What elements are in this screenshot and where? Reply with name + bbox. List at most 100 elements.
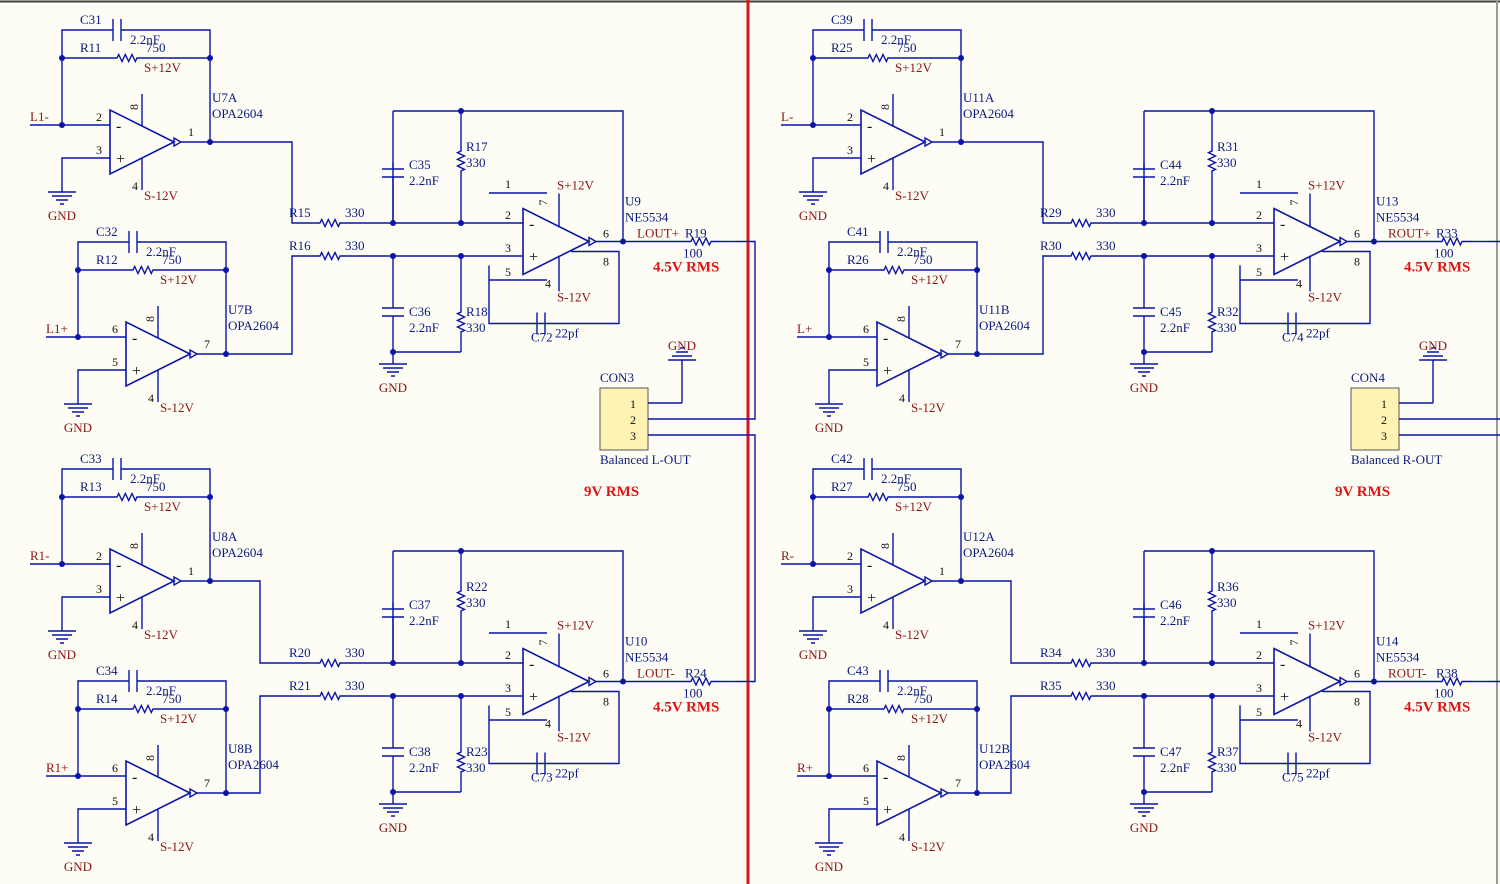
ground-label: GND (1130, 380, 1158, 395)
junction-dot (974, 706, 980, 712)
resistor-value: 330 (345, 238, 365, 253)
non-inverting-sign: + (883, 363, 892, 380)
input-net-label: L+ (797, 321, 812, 336)
non-inverting-sign: + (1280, 689, 1289, 706)
connector-pin-number: 2 (1381, 413, 1387, 427)
ground-label: GND (815, 420, 843, 435)
resistor-value: 750 (913, 252, 933, 267)
ground-label: GND (1419, 338, 1447, 353)
capacitor-value: 2.2nF (409, 173, 439, 188)
pin-number: 1 (505, 617, 511, 631)
opamp-part-number: OPA2604 (212, 545, 263, 560)
output-net-label: LOUT+ (637, 226, 679, 241)
supply-negative-label: S-12V (895, 627, 930, 642)
output-net-label: ROUT- (1388, 666, 1427, 681)
opamp-part-number: NE5534 (1376, 650, 1420, 665)
wire (77, 241, 123, 337)
output-pin-arrow (189, 348, 199, 360)
wire (488, 265, 531, 325)
resistor-designator: R33 (1436, 226, 1458, 241)
resistor-designator: R18 (466, 304, 488, 319)
junction-dot (810, 561, 816, 567)
supply-negative-label: S-12V (1308, 290, 1343, 305)
junction-dot (458, 220, 464, 226)
capacitor-designator: C42 (831, 451, 853, 466)
capacitor-symbol (107, 19, 127, 41)
resistor-value: 750 (146, 479, 166, 494)
capacitor-value: 2.2nF (409, 320, 439, 335)
pin-number: 7 (204, 776, 210, 790)
capacitor-value: 2.2nF (1160, 173, 1190, 188)
ground-icon (64, 831, 92, 856)
capacitor-designator: C36 (409, 304, 431, 319)
resistor-symbol (295, 250, 365, 262)
output-pin-arrow (924, 575, 934, 587)
pin-number: 4 (899, 391, 905, 405)
junction-dot (1141, 253, 1147, 259)
capacitor-symbol (531, 752, 551, 775)
supply-positive-label: S+12V (144, 499, 182, 514)
resistor-value: 750 (897, 479, 917, 494)
wire (77, 808, 126, 831)
pin-number: 7 (1287, 640, 1301, 646)
wire (393, 550, 624, 682)
ground-icon (1130, 792, 1158, 817)
resistor-symbol (112, 491, 142, 503)
junction-dot (1209, 253, 1215, 259)
ground-label: GND (64, 420, 92, 435)
resistor-symbol (455, 581, 467, 621)
junction-dot (223, 706, 229, 712)
resistor-designator: R34 (1040, 645, 1062, 660)
resistor-value: 750 (913, 691, 933, 706)
junction-dot (1141, 220, 1147, 226)
resistor-designator: R35 (1040, 678, 1062, 693)
resistor-value: 330 (1096, 678, 1116, 693)
supply-positive-label: S+12V (557, 178, 595, 193)
opamp-designator: U8A (212, 529, 238, 544)
supply-positive-label: S+12V (911, 272, 949, 287)
capacitor-designator: C43 (847, 663, 869, 678)
inverting-sign: - (867, 118, 872, 135)
opamp-designator: U7B (228, 302, 253, 317)
wire (1433, 240, 1500, 420)
rms-annotation: 4.5V RMS (653, 260, 719, 276)
supply-positive-label: S+12V (895, 60, 933, 75)
wire (828, 241, 874, 337)
inverting-sign: - (529, 216, 534, 233)
pin-number: 8 (878, 104, 892, 110)
resistor-designator: R23 (466, 744, 488, 759)
wire (127, 29, 211, 142)
junction-dot (59, 55, 65, 61)
junction-dot (75, 267, 81, 273)
capacitor-symbol (123, 670, 143, 692)
opamp-part-number: OPA2604 (228, 757, 279, 772)
pin-number: 6 (112, 322, 118, 336)
output-net-label: LOUT- (637, 666, 675, 681)
resistor-value: 100 (1434, 246, 1454, 261)
junction-dot (810, 494, 816, 500)
supply-negative-label: S-12V (557, 290, 592, 305)
resistor-symbol (128, 264, 158, 276)
pin-number: 2 (1256, 208, 1262, 222)
junction-dot (826, 267, 832, 273)
wire (961, 141, 1046, 224)
wire (143, 680, 227, 793)
junction-dot (1141, 693, 1147, 699)
inverting-sign: - (867, 557, 872, 574)
resistor-symbol (295, 217, 365, 229)
resistor-symbol (295, 690, 365, 702)
capacitor-designator: C75 (1282, 770, 1304, 785)
output-pin-arrow (189, 787, 199, 799)
non-inverting-sign: + (116, 151, 125, 168)
capacitor-symbol (858, 458, 878, 480)
capacitor-symbol (858, 19, 878, 41)
junction-dot (390, 220, 396, 226)
capacitor-value: 22pf (555, 766, 580, 781)
op-amp-symbol (1273, 207, 1342, 276)
pin-number: 5 (505, 705, 511, 719)
capacitor-value: 2.2nF (1160, 613, 1190, 628)
pin-number: 8 (1354, 695, 1360, 709)
wire (894, 680, 978, 793)
capacitor-symbol (382, 302, 404, 322)
opamp-part-number: NE5534 (625, 210, 669, 225)
